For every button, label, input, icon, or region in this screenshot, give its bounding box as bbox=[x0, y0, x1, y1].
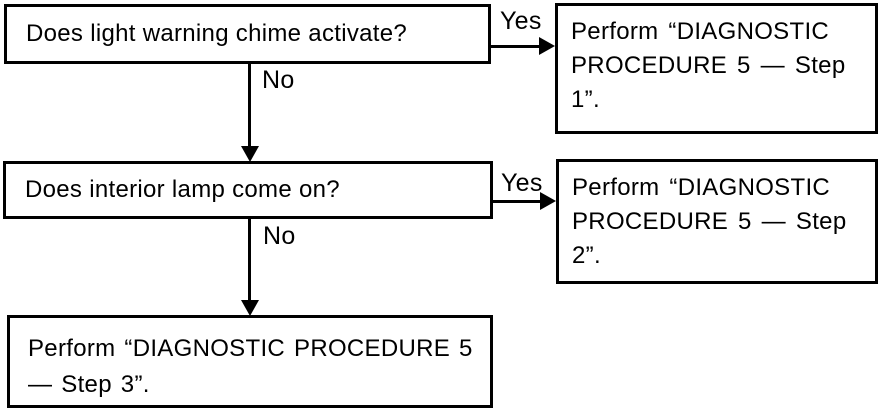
arrow-right-icon bbox=[540, 192, 556, 210]
arrow-down-icon bbox=[241, 146, 259, 162]
arrow-down-icon bbox=[241, 300, 259, 316]
connector-no-2-line bbox=[248, 219, 251, 302]
yes-label-1: Yes bbox=[500, 7, 542, 35]
yes-label-2: Yes bbox=[501, 169, 543, 197]
decision-box-light-warning-chime: Does light warning chime activate? bbox=[4, 4, 491, 64]
action-box-procedure5-step1: Perform “DIAGNOSTIC PROCEDURE 5 — Step 1… bbox=[555, 3, 878, 134]
no-label-1: No bbox=[262, 66, 295, 94]
connector-yes-2-line bbox=[493, 200, 542, 203]
no-label-2: No bbox=[263, 222, 296, 250]
arrow-right-icon bbox=[539, 37, 555, 55]
connector-yes-1-line bbox=[491, 45, 541, 48]
action-box-procedure5-step3: Perform “DIAGNOSTIC PROCEDURE 5 — Step 3… bbox=[7, 315, 493, 408]
decision-box-interior-lamp: Does interior lamp come on? bbox=[3, 161, 493, 219]
connector-no-1-line bbox=[248, 64, 251, 148]
action-box-procedure5-step2: Perform “DIAGNOSTIC PROCEDURE 5 — Step 2… bbox=[556, 159, 878, 284]
